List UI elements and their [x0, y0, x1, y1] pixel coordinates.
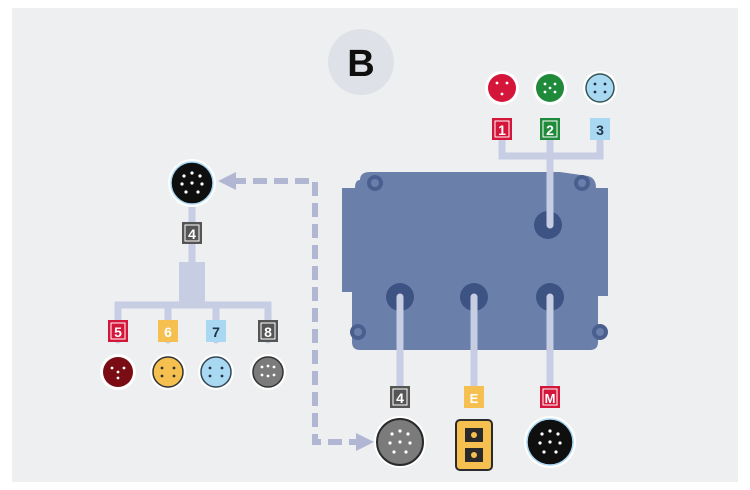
svg-text:4: 4 [188, 226, 196, 242]
top-connector-1 [485, 71, 519, 105]
svg-text:8: 8 [264, 324, 272, 340]
top-connector-2 [533, 71, 567, 105]
hub-splitter [179, 262, 205, 302]
tag-6: 6 [158, 320, 178, 342]
svg-text:5: 5 [114, 324, 122, 340]
yellow-connector-icon [152, 356, 184, 388]
svg-text:1: 1 [498, 122, 506, 138]
tag-5: 5 [108, 320, 128, 342]
arrow-right-icon [356, 433, 374, 451]
bottom-connector-4 [374, 416, 426, 468]
svg-text:2: 2 [546, 122, 554, 138]
hub-connector [168, 159, 216, 207]
tag-2: 2 [540, 118, 560, 140]
dashed-link [232, 178, 360, 445]
red-connector-icon [488, 74, 516, 102]
bottom-connector-m [524, 416, 576, 468]
lightblue-connector-2-icon [200, 356, 232, 388]
yellow-square-connector-icon [455, 419, 493, 471]
hub-tag: 4 [182, 222, 202, 244]
diagram-letter: B [347, 43, 374, 85]
tag-3: 3 [590, 118, 610, 140]
diagram-letter-badge: B [328, 29, 394, 95]
arrow-left-icon [218, 172, 236, 190]
svg-text:4: 4 [396, 390, 404, 406]
tag-bottom-4: 4 [390, 386, 410, 408]
lightblue-connector-icon [585, 73, 615, 103]
svg-text:7: 7 [212, 324, 220, 340]
svg-text:M: M [545, 391, 556, 406]
tag-bottom-m: M [540, 386, 560, 408]
output-connector-7 [198, 354, 234, 390]
output-connector-8 [250, 354, 286, 390]
tag-bottom-e: E [464, 386, 484, 408]
top-connector-3 [583, 71, 617, 105]
gray-connector-icon [252, 356, 284, 388]
svg-text:E: E [470, 391, 479, 406]
control-box [342, 172, 608, 350]
svg-text:6: 6 [164, 324, 172, 340]
tag-8: 8 [258, 320, 278, 342]
tag-7: 7 [206, 320, 226, 342]
output-connector-5 [100, 354, 136, 390]
bottom-connector-e [455, 419, 493, 471]
svg-text:3: 3 [596, 122, 604, 138]
output-connector-6 [150, 354, 186, 390]
tag-1: 1 [492, 118, 512, 140]
